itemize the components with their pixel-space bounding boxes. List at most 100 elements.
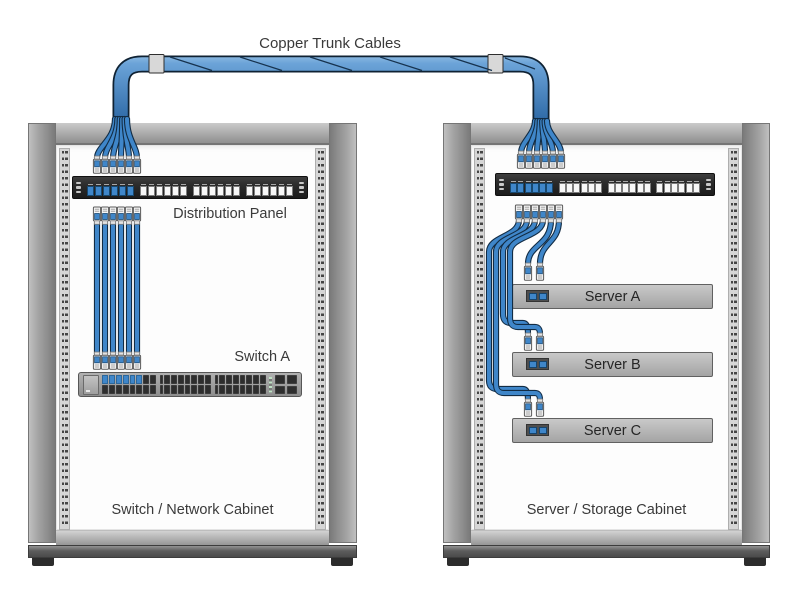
patch-panel (495, 173, 715, 196)
port (232, 385, 239, 394)
distribution-panel-label: Distribution Panel (173, 206, 287, 222)
port (528, 426, 537, 434)
cabinet-label: Switch / Network Cabinet (111, 502, 274, 518)
port (163, 375, 170, 384)
sfp-port (275, 385, 285, 394)
port (143, 385, 150, 394)
switch-ports (102, 375, 266, 394)
cable-sleeve (487, 54, 504, 74)
cabinet-interior (56, 145, 329, 530)
cabinet-frame-top (56, 123, 329, 145)
port (286, 183, 293, 196)
port (115, 385, 122, 394)
port (225, 385, 232, 394)
cabinet-foot (744, 558, 766, 566)
port (233, 183, 240, 196)
cabinet-foot (32, 558, 54, 566)
port (260, 385, 266, 394)
port (143, 375, 150, 384)
panel-ports (507, 174, 703, 195)
cabinet-frame-left (443, 123, 471, 543)
port (644, 180, 652, 193)
trunk-cable-details (148, 54, 536, 74)
port (566, 180, 574, 193)
port (614, 180, 622, 193)
port (587, 180, 595, 193)
sfp-port (287, 385, 297, 394)
port (546, 180, 554, 193)
cabinet-label: Server / Storage Cabinet (526, 502, 687, 518)
cabinet-frame-right (329, 123, 357, 543)
port (177, 375, 184, 384)
port (127, 183, 134, 196)
port (103, 183, 110, 196)
port (215, 375, 218, 384)
port (87, 183, 94, 196)
panel-mounting-ear (296, 177, 307, 198)
cabinet-sill (56, 530, 329, 545)
port (278, 183, 285, 196)
led-indicators (269, 376, 272, 393)
port (538, 360, 547, 368)
cabinet-base (443, 545, 770, 558)
port (163, 385, 170, 394)
port (528, 360, 537, 368)
distribution-panel (72, 176, 308, 199)
cabinet-foot (331, 558, 353, 566)
cabinet-foot (447, 558, 469, 566)
port (225, 183, 232, 196)
port (656, 180, 664, 193)
port (148, 183, 155, 196)
port (198, 375, 205, 384)
port (119, 183, 126, 196)
port (225, 375, 232, 384)
port (108, 385, 115, 394)
port (102, 385, 108, 394)
port (253, 385, 260, 394)
port (538, 292, 547, 300)
server-storage-cabinet: Server A Server B Server C Server / Stor… (443, 123, 770, 566)
server-label: Server B (584, 356, 641, 373)
port (193, 183, 200, 196)
port (180, 183, 187, 196)
port (191, 385, 198, 394)
port (573, 180, 581, 193)
server-label: Server C (583, 422, 642, 439)
port (246, 385, 253, 394)
port (150, 385, 156, 394)
port (95, 183, 102, 196)
mounting-rail-right (315, 148, 326, 530)
panel-ports (84, 177, 296, 198)
cabinet-base (28, 545, 357, 558)
trunk-cable-label: Copper Trunk Cables (259, 35, 401, 52)
port (209, 183, 216, 196)
port (205, 375, 211, 384)
port (607, 180, 615, 193)
port (685, 180, 693, 193)
port (595, 180, 603, 193)
port (580, 180, 588, 193)
port (150, 375, 156, 384)
port (140, 183, 147, 196)
port (122, 385, 129, 394)
port (218, 375, 225, 384)
server-a: Server A (512, 284, 713, 309)
server-nic-ports (526, 290, 549, 302)
port (198, 385, 205, 394)
port (215, 385, 218, 394)
server-c: Server C (512, 418, 713, 443)
port (510, 180, 517, 193)
port (218, 385, 225, 394)
port (205, 385, 211, 394)
switch-network-cabinet: Distribution Panel Switch A Switch / Net… (28, 123, 357, 566)
port (129, 375, 136, 384)
port (184, 385, 191, 394)
port (558, 180, 566, 193)
port (670, 180, 678, 193)
server-label: Server A (584, 288, 641, 305)
port (170, 385, 177, 394)
sfp-port (287, 375, 297, 384)
port (246, 375, 253, 384)
sfp-port (275, 375, 285, 384)
cabinet-interior (471, 145, 742, 530)
